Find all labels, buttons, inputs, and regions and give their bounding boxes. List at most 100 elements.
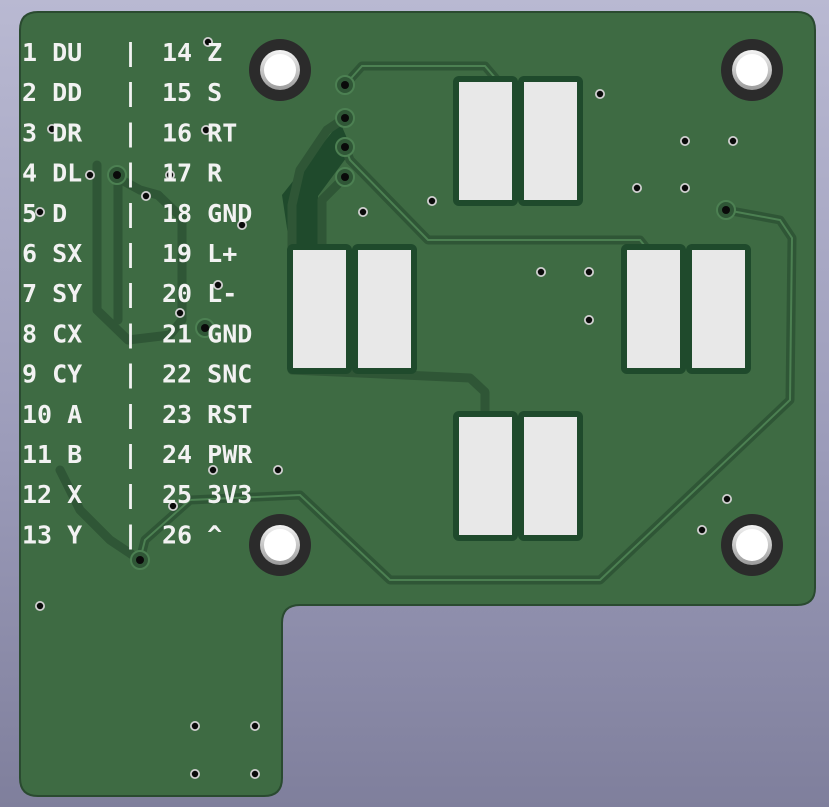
small-via [85, 170, 95, 180]
ringed-vias [107, 75, 736, 570]
silkscreen-line-5: 5 D|18 GND [22, 199, 252, 228]
small-via [697, 525, 707, 535]
small-via [35, 207, 45, 217]
small-via [584, 267, 594, 277]
small-via [175, 308, 185, 318]
small-via [213, 280, 223, 290]
via [335, 137, 355, 157]
mounting-hole-bottom-right [721, 514, 783, 576]
small-via [536, 267, 546, 277]
pin-separator: | [123, 118, 138, 147]
via [335, 108, 355, 128]
small-via [358, 207, 368, 217]
small-via [237, 220, 247, 230]
via [107, 165, 127, 185]
pin-separator: | [123, 360, 138, 389]
small-via [168, 501, 178, 511]
pin-label-right: 14 Z [162, 38, 222, 67]
small-via [208, 465, 218, 475]
pin-label-right: 24 PWR [162, 440, 253, 469]
pin-label-right: 17 R [162, 159, 223, 188]
pin-label-right: 21 GND [162, 319, 252, 348]
pin-label-right: 18 GND [162, 199, 252, 228]
pin-label-left: 2 DD [22, 78, 82, 107]
pads [287, 76, 751, 541]
small-via [273, 465, 283, 475]
pin-separator: | [123, 38, 138, 67]
board-outline [19, 11, 816, 797]
silkscreen-line-7: 7 SY | 20 L- [22, 279, 237, 308]
pin-label-right: 19 L+ [162, 239, 237, 268]
small-via [250, 721, 260, 731]
bottom-pads [453, 411, 583, 541]
silkscreen-line-8: 8 CX | 21 GND [22, 319, 252, 348]
pin-separator: | [123, 279, 138, 308]
pin-label-left: 1 DU [22, 38, 82, 67]
small-via [722, 494, 732, 504]
pin-label-right: 25 3V3 [162, 480, 252, 509]
pin-label-left: 12 X [22, 480, 82, 509]
silkscreen-line-2: 2 DD | 15 S [22, 78, 222, 107]
small-via [165, 170, 175, 180]
pin-separator: | [123, 159, 138, 188]
pin-label-left: 6 SX [22, 239, 82, 268]
silkscreen-line-1: 1 DU | 14 Z [22, 38, 222, 67]
pin-label-left: 10 A [22, 400, 82, 429]
silkscreen-line-9: 9 CY|22 SNC [22, 360, 252, 389]
pin-label-right: 22 SNC [162, 360, 252, 389]
mounting-holes [249, 39, 783, 576]
small-via [190, 721, 200, 731]
pin-label-right: 16 RT [162, 118, 237, 147]
silkscreen-line-11: 11 B | 24 PWR [22, 440, 253, 469]
pin-separator: | [123, 78, 138, 107]
silkscreen-line-12: 12 X | 25 3V3 [22, 480, 252, 509]
pin-label-left: 8 CX [22, 319, 82, 348]
small-via [427, 196, 437, 206]
top-pads [453, 76, 583, 206]
right-pads [621, 244, 751, 374]
silkscreen-line-13: 13 Y|26 ^ [22, 520, 222, 549]
pin-label-left: 3 DR [22, 118, 83, 147]
pin-label-left: 7 SY [22, 279, 82, 308]
small-via [201, 125, 211, 135]
silkscreen-line-3: 3 DR | 16 RT [22, 118, 237, 147]
pin-label-right: 20 L- [162, 279, 237, 308]
left-pads [287, 244, 417, 374]
pin-label-right: 26 ^ [162, 520, 222, 549]
small-via [203, 37, 213, 47]
pin-separator: | [123, 440, 138, 469]
copper-pour [282, 122, 352, 248]
mounting-hole-bottom-left [249, 514, 311, 576]
pin-label-left: 5 D [22, 199, 67, 228]
small-via [141, 191, 151, 201]
pin-separator: | [123, 480, 138, 509]
via [130, 550, 150, 570]
pin-label-right: 23 RST [162, 400, 252, 429]
via [716, 200, 736, 220]
small-via [680, 136, 690, 146]
small-via [35, 601, 45, 611]
small-via [190, 769, 200, 779]
silkscreen-line-4: 4 DL|17 R [22, 159, 223, 188]
small-via [595, 89, 605, 99]
pin-separator: | [123, 400, 138, 429]
via [335, 167, 355, 187]
pin-label-left: 11 B [22, 440, 82, 469]
small-via [728, 136, 738, 146]
silkscreen-pin-labels: 1 DU|14 Z2 DD|15 S3 DR|16 RT4 DL|17 R5 D… [22, 38, 253, 549]
pin-separator: | [123, 319, 138, 348]
pin-label-right: 15 S [162, 78, 222, 107]
via [335, 75, 355, 95]
pin-separator: | [123, 239, 138, 268]
small-via [680, 183, 690, 193]
pin-label-left: 13 Y [22, 520, 82, 549]
small-vias [35, 37, 738, 779]
silkscreen-line-6: 6 SX | 19 L+ [22, 239, 237, 268]
silkscreen-line-10: 10 A | 23 RST [22, 400, 252, 429]
mounting-hole-top-right [721, 39, 783, 101]
mounting-hole-top-left [249, 39, 311, 101]
small-via [632, 183, 642, 193]
via [195, 318, 215, 338]
